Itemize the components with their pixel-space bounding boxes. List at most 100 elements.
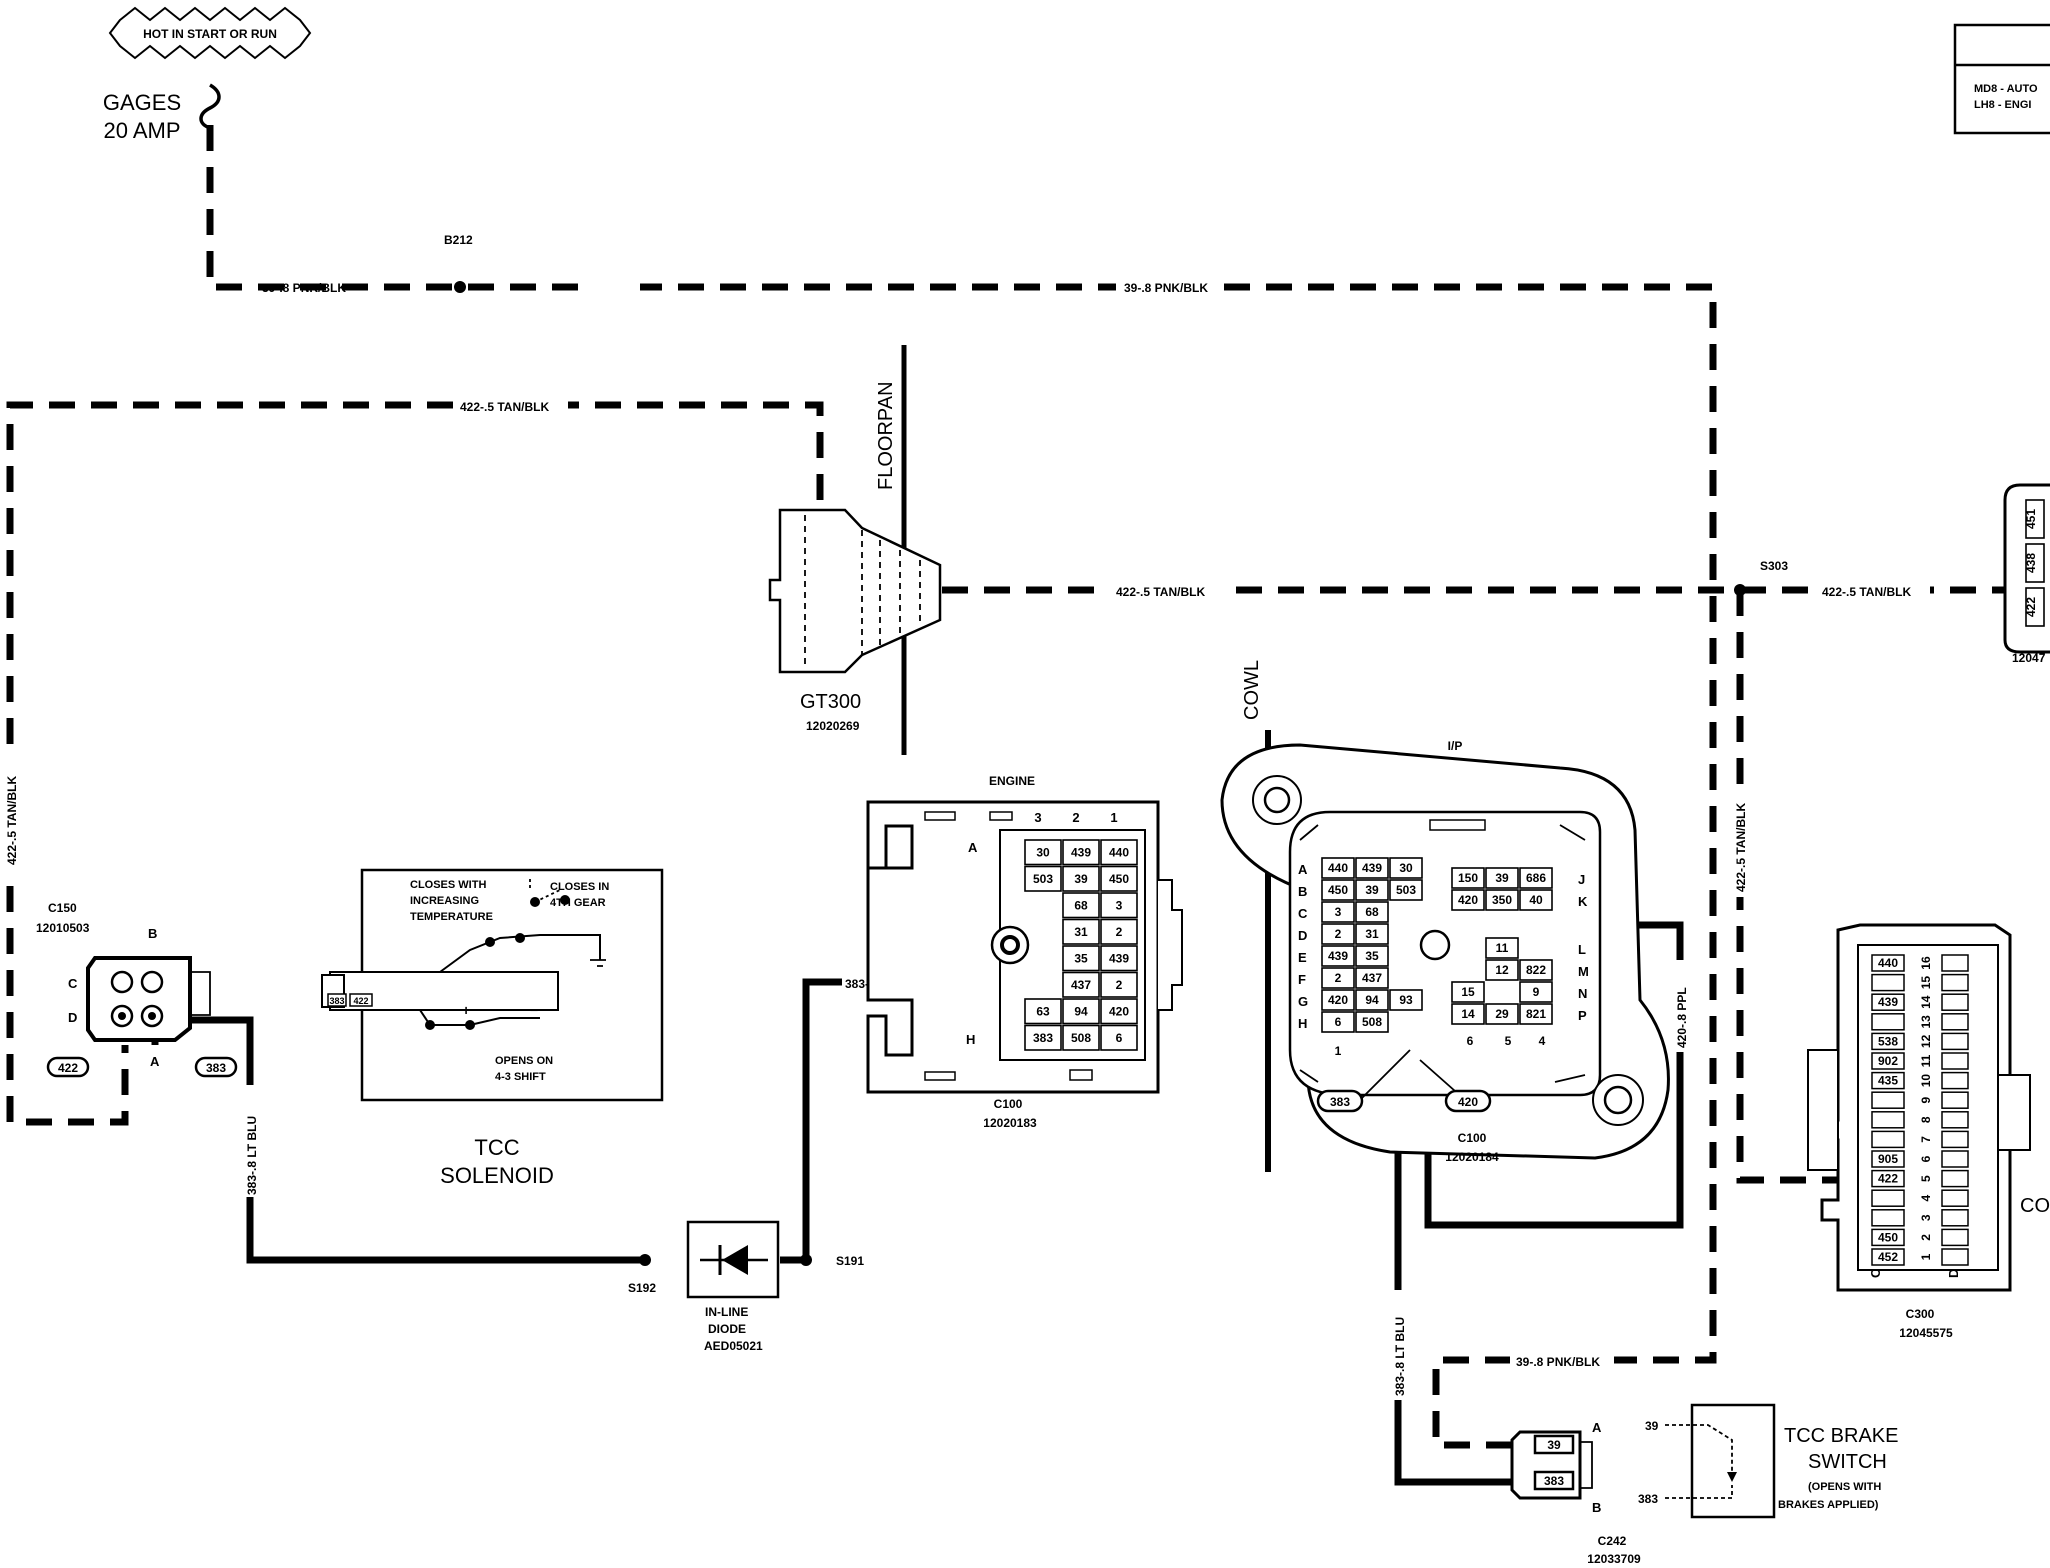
right-connector-pin-label: 438 xyxy=(2024,553,2038,573)
c300-cavity-label: 440 xyxy=(1878,956,1898,970)
c100-ip-row-letter-right: P xyxy=(1578,1008,1587,1023)
c300-pin-number: 10 xyxy=(1919,1074,1933,1088)
c100-ip-right-top-cell-label: 40 xyxy=(1529,893,1543,907)
c100-ip-left-cell-label: 508 xyxy=(1362,1015,1382,1029)
right-connector-pin-label: 451 xyxy=(2024,509,2038,529)
c100-ip-right-top-cell xyxy=(1519,867,1553,889)
c300-pin-number: 8 xyxy=(1919,1116,1933,1123)
c300-cavity-d xyxy=(1941,993,1969,1011)
c300-cavity-label: 439 xyxy=(1878,995,1898,1009)
splice-label-s303: S303 xyxy=(1760,559,1788,573)
wire-label-422-left-vert: 422-.5 TAN/BLK xyxy=(5,776,19,865)
c300-cavity-c xyxy=(1871,1130,1905,1149)
c100-ip-left-cell xyxy=(1355,1011,1389,1033)
c300-pin-number: 7 xyxy=(1919,1136,1933,1143)
c300-cavity-c xyxy=(1871,1071,1905,1090)
c100-ip-col-number: 5 xyxy=(1505,1034,1512,1048)
legend-line1: MD8 - AUTO xyxy=(1974,83,2038,95)
c300-cavity-d xyxy=(1941,1052,1969,1070)
c100-engine-cell-label: 383 xyxy=(1033,1031,1053,1045)
tcc-closes-in: CLOSES IN xyxy=(550,881,609,893)
c100-ip-left-cell xyxy=(1389,857,1423,879)
c300-pin-number: 4 xyxy=(1919,1195,1933,1202)
c300-cavity-d xyxy=(1941,1209,1969,1227)
c150-connector xyxy=(86,956,211,1042)
tcc-tag-422: 422 xyxy=(353,996,368,1006)
c242-part: 12033709 xyxy=(1587,1552,1641,1566)
c100-engine-cell-label: 450 xyxy=(1109,872,1129,886)
c300-pin-number: 12 xyxy=(1919,1034,1933,1048)
c100-ip-left-cell xyxy=(1321,857,1355,879)
c300-cavity-d xyxy=(1941,973,1969,992)
c100-engine-cell-label: 2 xyxy=(1116,978,1123,992)
c100-engine-cell xyxy=(1100,839,1138,866)
right-connector-cavity xyxy=(2025,543,2045,583)
c100-ip-tag-420 xyxy=(1444,1089,1492,1113)
c100-engine-cell xyxy=(1062,892,1100,919)
c100-ip-name: C100 xyxy=(1458,1131,1487,1145)
c150-pin-c: C xyxy=(68,976,78,991)
banner-text: HOT IN START OR RUN xyxy=(143,27,277,41)
c300-cavity-c xyxy=(1871,1013,1905,1031)
c100-ip-left-cell-label: 420 xyxy=(1328,993,1348,1007)
c100-engine-cell-label: 94 xyxy=(1074,1004,1088,1018)
c100-engine-cell xyxy=(1100,998,1138,1025)
c300-cavity-label: 450 xyxy=(1878,1230,1898,1244)
c100-ip-tag-383-text: 383 xyxy=(1330,1095,1350,1109)
splice-s192 xyxy=(639,1254,651,1266)
tcc-opens-on: OPENS ON xyxy=(495,1055,553,1067)
c100-ip-left-cell-label: 439 xyxy=(1328,949,1348,963)
c100-ip-row-letter-right: N xyxy=(1578,986,1587,1001)
c100-engine-cell xyxy=(1100,1024,1138,1051)
wire-label-39-bottom: 39-.8 PNK/BLK xyxy=(1516,1355,1600,1369)
c100-ip-row-letter: B xyxy=(1298,884,1307,899)
c100-engine-cell-label: 31 xyxy=(1074,925,1088,939)
c100-engine-cell-label: 3 xyxy=(1116,898,1123,912)
c150-name: C150 xyxy=(48,901,77,915)
c100-ip-right-bottom-cell xyxy=(1519,981,1553,1003)
c100-ip-left-cell xyxy=(1355,879,1389,901)
splice-label-b212: B212 xyxy=(444,233,473,247)
diode-line2: DIODE xyxy=(708,1322,746,1336)
wire-label-383-left: 383-.8 LT BLU xyxy=(245,1116,259,1195)
c100-ip-tag-420-text: 420 xyxy=(1458,1095,1478,1109)
c300-cavity-d xyxy=(1941,1189,1969,1207)
brake-switch-title-1: TCC BRAKE xyxy=(1784,1425,1898,1447)
tcc-closes-with: CLOSES WITH xyxy=(410,879,486,891)
c300-cavity-d xyxy=(1941,1091,1969,1109)
c100-ip-right-bottom-cell-label: 15 xyxy=(1461,985,1475,999)
c300-cavity-label: 422 xyxy=(1878,1172,1898,1186)
wire-label-420-ppl: 420-.8 PPL xyxy=(1675,987,1689,1048)
c300-cavity-c xyxy=(1871,1032,1905,1051)
legend-line2: LH8 - ENGI xyxy=(1974,99,2031,111)
c100-ip-left-cell-label: 30 xyxy=(1399,861,1413,875)
c100-engine-cell xyxy=(1062,865,1100,892)
c300-cavity-c xyxy=(1871,1228,1905,1247)
fuse-rating: 20 AMP xyxy=(103,118,180,143)
c100-ip-right-bottom-cell xyxy=(1451,981,1485,1003)
c100-engine-name: C100 xyxy=(994,1097,1023,1111)
wire-label-39-top-txt: 39-.8 PNK/BLK xyxy=(1124,281,1208,295)
c100-engine-cell xyxy=(1062,918,1100,945)
c300-pin-number: 6 xyxy=(1919,1155,1933,1162)
c100-ip-left-cell-label: 31 xyxy=(1365,927,1379,941)
c100-ip-left-cell-label: 2 xyxy=(1335,971,1342,985)
c150-tag-422-text: 422 xyxy=(58,1061,78,1075)
c150-tag-383 xyxy=(194,1056,238,1078)
splice-b212 xyxy=(454,281,466,293)
splice-label-s192: S192 xyxy=(628,1281,656,1295)
c100-ip-right-top-cell-label: 150 xyxy=(1458,871,1478,885)
c100-ip-right-top-cell-label: 39 xyxy=(1495,871,1509,885)
c300-cavity-label: 538 xyxy=(1878,1034,1898,1048)
wire-label-39-left: 39-.8 PNK/BLK xyxy=(262,281,346,295)
banner-outline xyxy=(108,6,312,60)
brake-switch-note-1: (OPENS WITH xyxy=(1808,1481,1881,1493)
c100-ip-left-cell-label: 94 xyxy=(1365,993,1379,1007)
c300-row-d: D xyxy=(1946,1269,1961,1278)
c100-engine-cell-label: 508 xyxy=(1071,1031,1091,1045)
wire-label-422-right-vert: 422-.5 TAN/BLK xyxy=(1734,803,1748,892)
brake-switch-box xyxy=(1690,1403,1776,1519)
